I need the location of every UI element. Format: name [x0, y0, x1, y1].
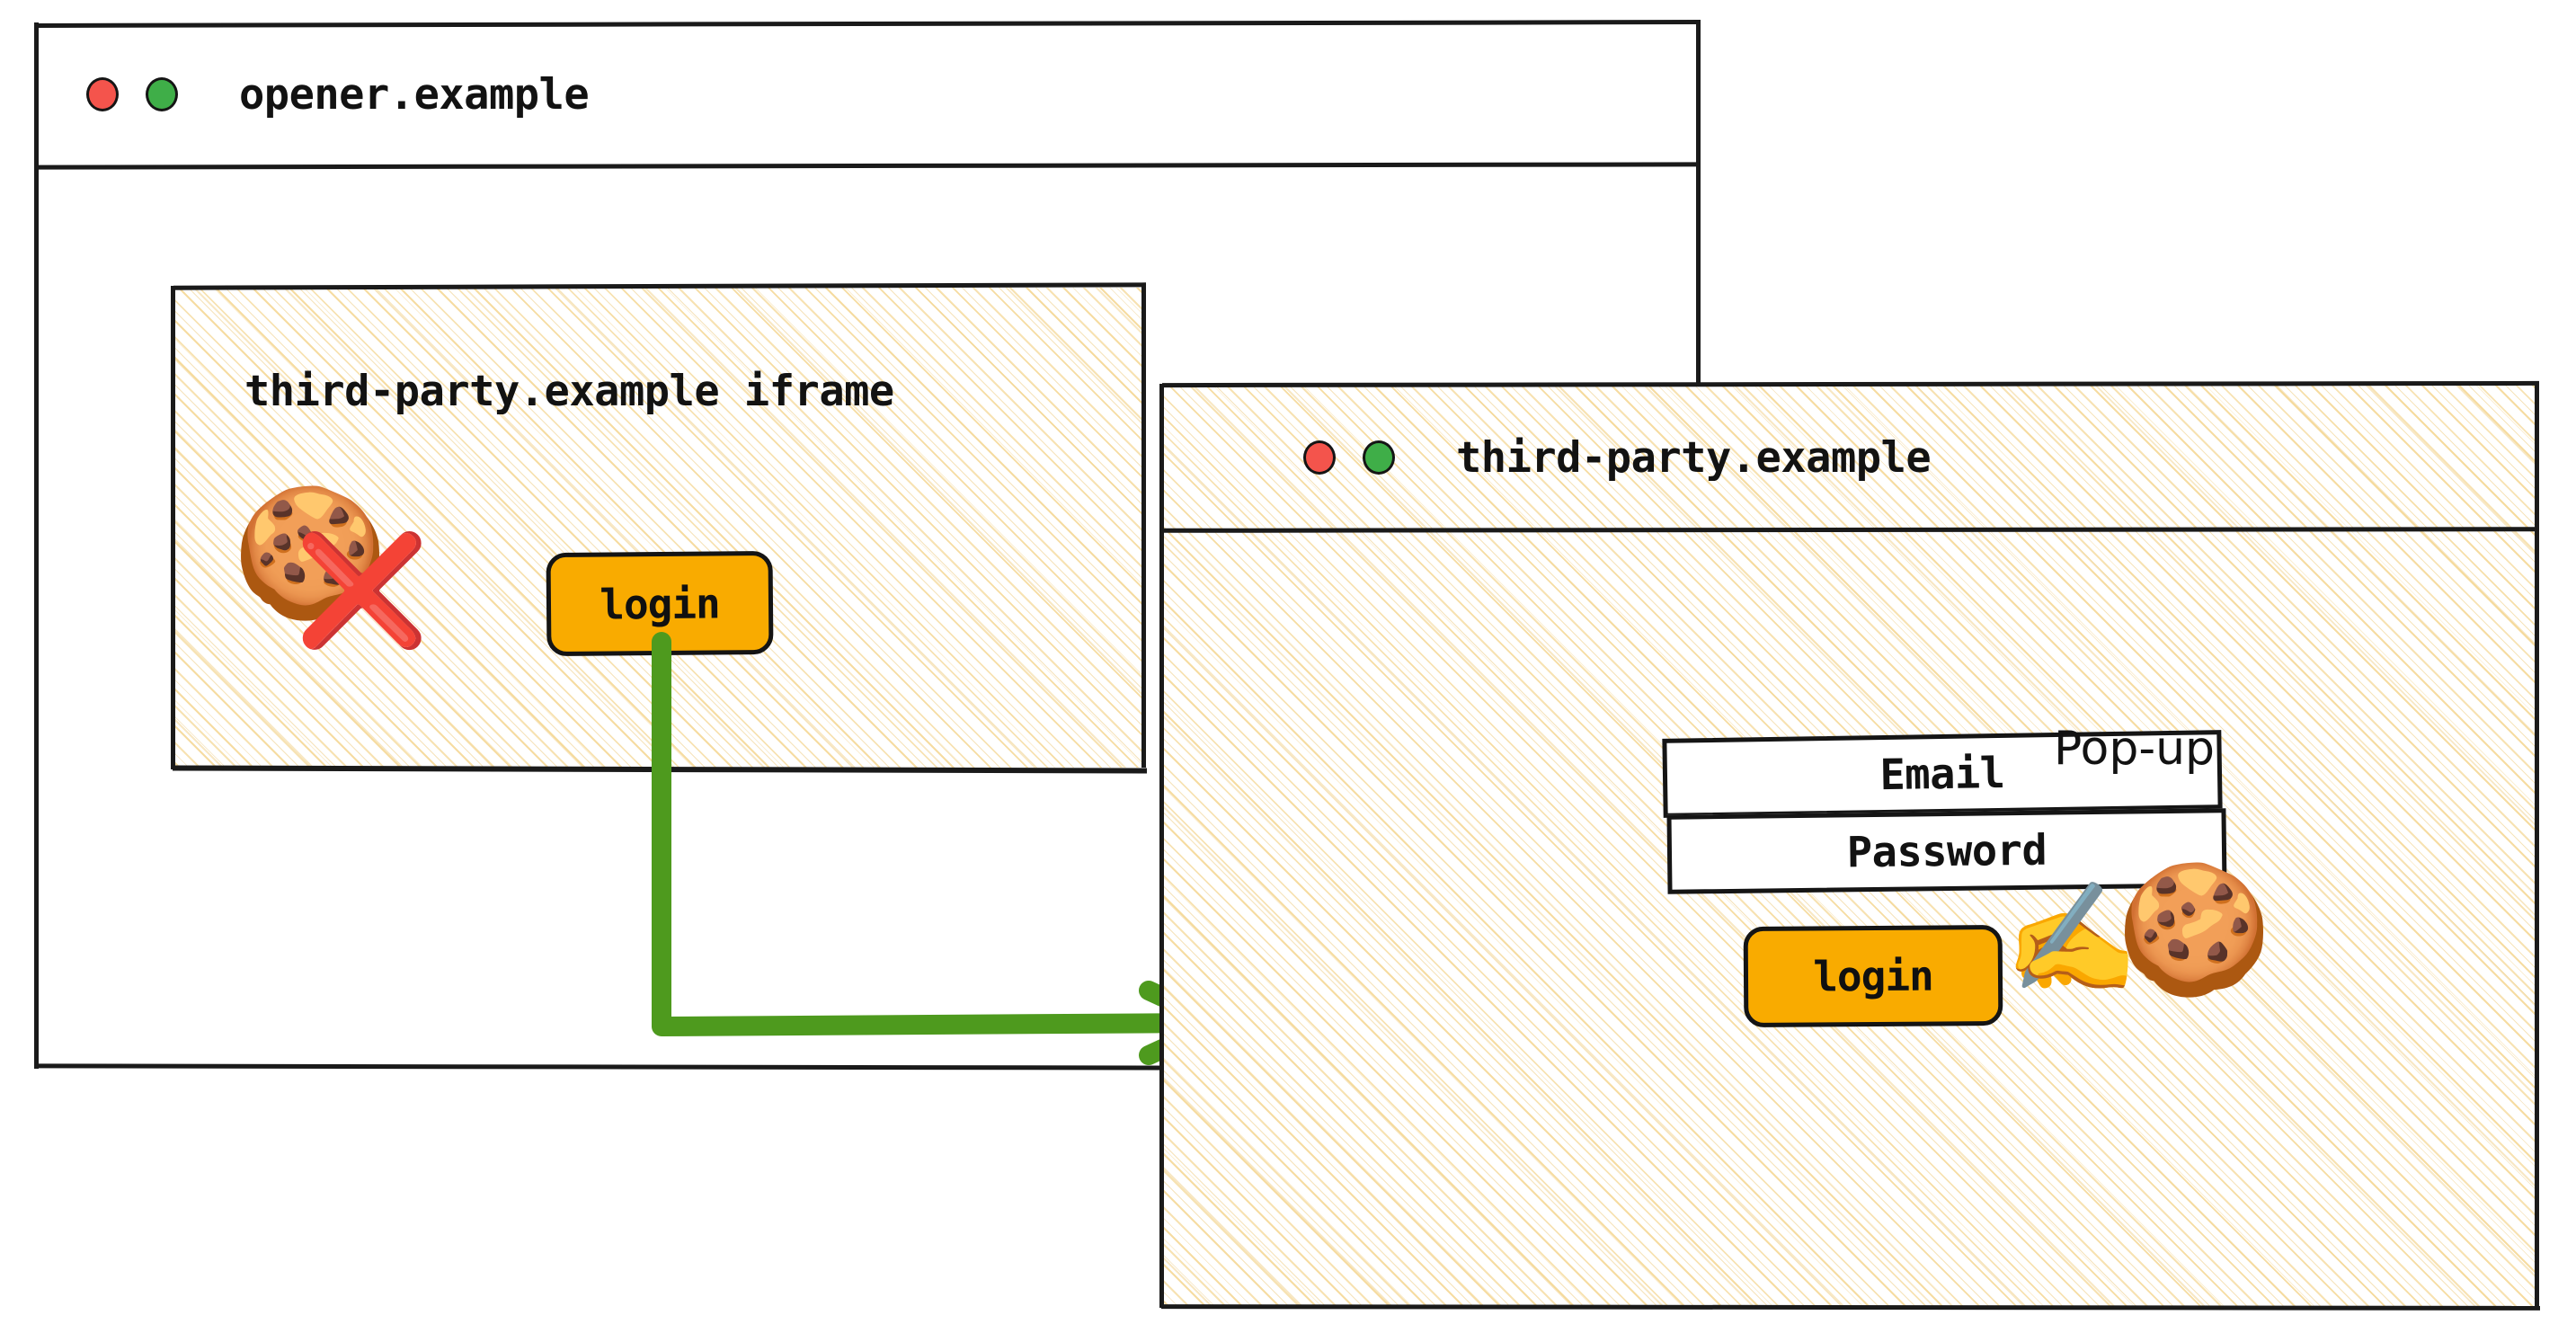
cookie-icon: 🍪	[2116, 857, 2273, 1003]
maximize-dot[interactable]	[1363, 440, 1395, 475]
cookie-icon: 🍪	[232, 480, 389, 626]
iframe-login-button-label: login	[600, 578, 720, 629]
opener-title-text: opener.example	[239, 69, 590, 120]
popup-titlebar: third-party.example	[1168, 389, 2531, 526]
popup-window-border-right	[2535, 385, 2539, 1307]
red-x-icon: ❌	[295, 529, 430, 653]
cookie-write-group: ✍️ 🍪	[2004, 867, 2364, 1029]
iframe-border-left	[171, 286, 175, 769]
iframe-border-right	[1141, 287, 1146, 768]
maximize-dot[interactable]	[146, 77, 178, 111]
iframe-label: third-party.example iframe	[244, 367, 894, 416]
opener-window-border-left	[34, 22, 39, 1069]
writing-hand-icon: ✍️	[2004, 876, 2139, 1001]
popup-annotation-label: Pop-up	[2054, 722, 2216, 776]
popup-login-button-label: login	[1813, 951, 1933, 1001]
iframe-login-button[interactable]: login	[546, 550, 774, 657]
opener-titlebar: opener.example	[43, 27, 1693, 162]
email-field-label: Email	[1879, 748, 2005, 800]
popup-window-border-left	[1159, 384, 1164, 1308]
popup-window: third-party.example Email Password login…	[1159, 380, 2541, 1311]
third-party-iframe: third-party.example iframe 🍪 ❌	[171, 282, 1148, 774]
popup-window-border-bottom	[1160, 1304, 2541, 1311]
close-dot[interactable]	[1303, 440, 1336, 475]
popup-title-text: third-party.example	[1456, 432, 1932, 483]
popup-login-button[interactable]: login	[1743, 924, 2003, 1028]
blocked-cookie-group: 🍪 ❌	[232, 491, 430, 653]
close-dot[interactable]	[86, 77, 119, 111]
